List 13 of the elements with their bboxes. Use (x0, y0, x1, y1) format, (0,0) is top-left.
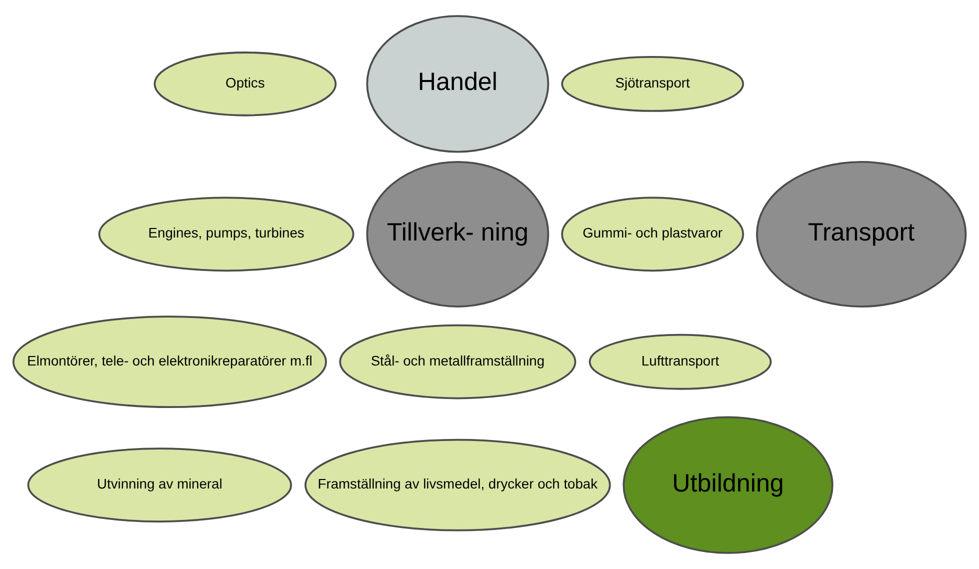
node-ellipse: Utbildning (622, 416, 834, 554)
node-ellipse: Handel (366, 15, 550, 153)
node-ellipse: Stål- och metallframställning (339, 324, 576, 400)
node-ellipse: Tillverk- ning (366, 160, 550, 308)
node-ellipse: Optics (154, 52, 337, 116)
node-ellipse: Engines, pumps, turbines (98, 196, 354, 272)
node-ellipse: Transport (756, 160, 967, 308)
node-ellipse: Sjötransport (561, 56, 744, 112)
node-ellipse: Gummi- och plastvaror (561, 196, 744, 272)
node-ellipse: Framställning av livsmedel, drycker och tobak (304, 438, 611, 532)
node-ellipse: Elmontörer, tele- och elektronikreparatörer m.fl (12, 316, 327, 408)
node-ellipse: Lufttransport (588, 334, 772, 390)
node-ellipse: Utvinning av mineral (27, 448, 292, 522)
